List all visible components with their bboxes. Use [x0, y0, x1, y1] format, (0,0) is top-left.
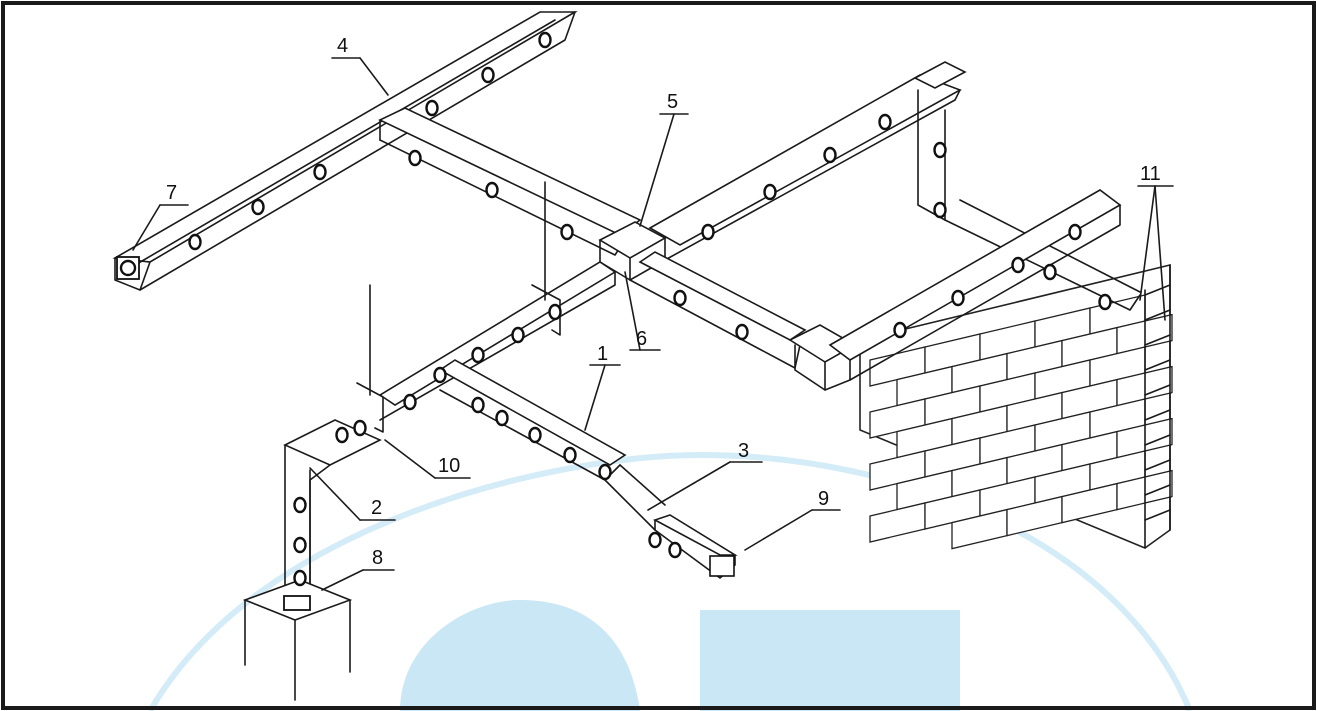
callout-5: 5 — [639, 91, 689, 227]
tray-hole — [598, 463, 612, 481]
brick-wall — [859, 263, 1173, 550]
svg-text:5: 5 — [667, 91, 678, 113]
tray-hole — [293, 569, 307, 587]
callout-group: 1 2 3 4 5 6 7 — [132, 35, 1174, 591]
tray-hole — [511, 326, 525, 344]
tray-hole — [313, 163, 327, 181]
tray-hole — [673, 289, 687, 307]
tray-lower-right — [629, 189, 1122, 391]
tray-hole — [951, 289, 965, 307]
brick-edge — [1144, 284, 1171, 296]
callout-11: 11 — [1137, 163, 1174, 321]
brick-edge — [1144, 459, 1171, 471]
svg-text:9: 9 — [818, 488, 829, 510]
tray-hole — [933, 201, 947, 219]
svg-text:2: 2 — [371, 497, 382, 519]
tray-hole — [648, 531, 662, 549]
brick-edge — [1144, 359, 1171, 371]
tray-hole — [293, 536, 307, 554]
tray-hole — [1068, 223, 1082, 241]
brick-edge — [1144, 434, 1171, 446]
tray-hole — [933, 141, 947, 159]
tray-hole — [1011, 256, 1025, 274]
tray-hole — [495, 409, 509, 427]
svg-text:6: 6 — [636, 328, 647, 350]
watermark-logo — [147, 451, 1193, 711]
tray-hole — [403, 393, 417, 411]
callout-4: 4 — [331, 35, 389, 96]
callout-2: 2 — [309, 467, 396, 521]
brick-edge — [1144, 384, 1171, 396]
tray-hole — [471, 346, 485, 364]
tray-hole — [471, 396, 485, 414]
tray-hole — [425, 99, 439, 117]
tray-mounting-holes — [188, 31, 1112, 587]
brick-edge — [1144, 509, 1171, 521]
tray-hole — [548, 303, 562, 321]
tray-hole — [701, 223, 715, 241]
tray-hole — [481, 66, 495, 84]
svg-text:11: 11 — [1140, 163, 1161, 185]
tray-hole — [560, 223, 574, 241]
callout-9: 9 — [744, 488, 841, 551]
tray-hole — [878, 113, 892, 131]
tray-hole — [335, 426, 349, 444]
tray-hole — [1098, 293, 1112, 311]
brick-edge — [1144, 309, 1171, 321]
tray-hole — [188, 233, 202, 251]
tray-hole — [823, 146, 837, 164]
support-pillar — [242, 579, 353, 701]
tray-straight-long — [112, 11, 578, 291]
callout-7: 7 — [132, 182, 189, 251]
tray-hole — [485, 181, 499, 199]
tray-hole — [763, 183, 777, 201]
callout-6: 6 — [624, 271, 661, 351]
brick-edge — [1144, 409, 1171, 421]
tray-hole — [293, 496, 307, 514]
tray-straight-cross-link — [378, 107, 642, 256]
tray-hole — [433, 366, 447, 384]
tray-hole — [251, 198, 265, 216]
tray-upper-right — [648, 61, 1141, 311]
tray-reducer-run — [438, 359, 738, 579]
callout-8: 8 — [321, 547, 395, 591]
tray-hole — [528, 426, 542, 444]
callout-10: 10 — [384, 439, 471, 479]
tray-hole — [668, 541, 682, 559]
svg-text:8: 8 — [372, 547, 383, 569]
tray-hole — [538, 31, 552, 49]
callout-1: 1 — [584, 343, 621, 431]
svg-text:3: 3 — [738, 440, 749, 462]
tray-hole — [353, 419, 367, 437]
svg-text:1: 1 — [597, 343, 608, 365]
svg-text:10: 10 — [438, 455, 460, 477]
brick-edge — [1144, 334, 1171, 346]
cable-tray-assembly — [112, 11, 1141, 701]
tray-hole — [893, 321, 907, 339]
tray-hole — [735, 323, 749, 341]
callout-3: 3 — [647, 440, 763, 511]
svg-text:4: 4 — [337, 35, 348, 57]
tray-hole — [408, 149, 422, 167]
brick-edge — [1144, 484, 1171, 496]
tray-hole — [563, 446, 577, 464]
svg-text:7: 7 — [166, 182, 177, 204]
brick — [869, 502, 926, 543]
hanger-rods — [356, 181, 561, 433]
tray-hole — [1043, 263, 1057, 281]
